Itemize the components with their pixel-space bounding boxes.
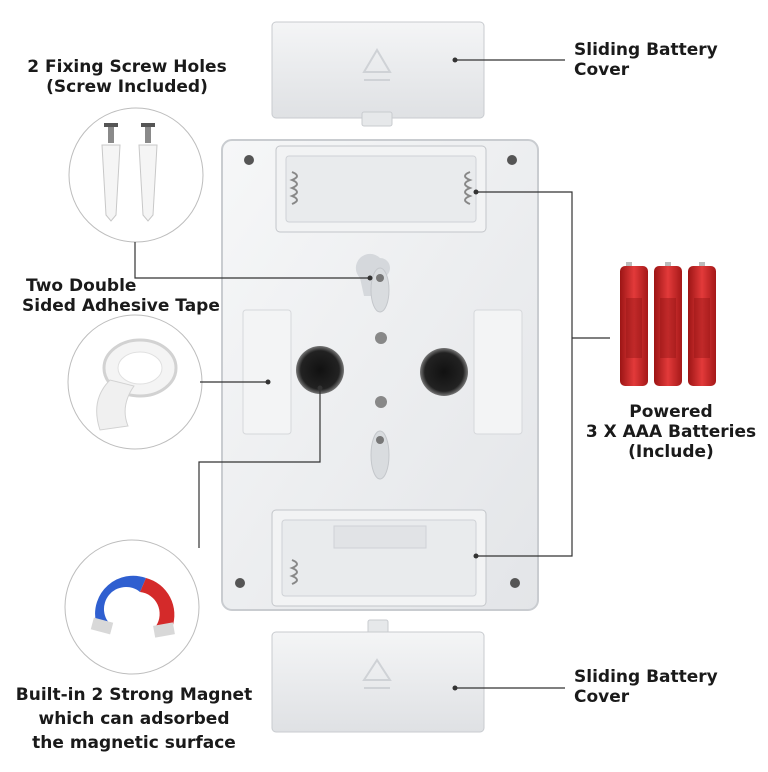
screw-holes-label-line2: (Screw Included) <box>46 77 208 97</box>
adhesive-tape-roll-icon <box>96 338 178 431</box>
keyhole-slot-bottom <box>370 430 390 480</box>
screw-anchor-icon <box>101 123 158 222</box>
magnet-left <box>296 346 344 394</box>
top-battery-cover <box>271 21 485 127</box>
bottom-cover-label-line1: Sliding Battery <box>574 667 718 687</box>
screw-holes-label: 2 Fixing Screw Holes (Screw Included) <box>18 57 236 97</box>
batteries-label: Powered 3 X AAA Batteries (Include) <box>578 402 764 462</box>
magnet-right <box>420 348 468 396</box>
batteries-label-line2: 3 X AAA Batteries <box>585 422 757 442</box>
screws-callout <box>68 107 204 243</box>
top-battery-compartment <box>275 145 487 233</box>
magnet-callout <box>64 539 200 675</box>
bottom-battery-cover <box>271 619 485 733</box>
adhesive-pad-left <box>242 309 292 435</box>
aaa-battery-icon <box>620 262 716 386</box>
magnet-label-line2: which can adsorbed <box>38 709 230 729</box>
tape-callout <box>67 314 203 450</box>
bottom-battery-compartment <box>271 509 487 607</box>
top-cover-label-line2: Cover <box>574 60 630 80</box>
bottom-cover-label-line2: Cover <box>574 687 630 707</box>
adhesive-pad-right <box>473 309 523 435</box>
adhesive-tape-label-line2: Sided Adhesive Tape <box>22 296 220 316</box>
keyhole-slot-top <box>355 253 390 313</box>
adhesive-tape-label: Two Double Sided Adhesive Tape <box>22 276 220 316</box>
batteries-label-line3: (Include) <box>628 442 714 462</box>
adhesive-tape-label-line1: Two Double <box>26 276 137 296</box>
screw-holes-label-line1: 2 Fixing Screw Holes <box>27 57 227 77</box>
top-cover-label: Sliding Battery Cover <box>574 40 718 80</box>
magnet-label-line3: the magnetic surface <box>32 733 236 753</box>
center-screw-icon <box>375 396 387 408</box>
magnet-label-line1: Built-in 2 Strong Magnet <box>15 685 253 705</box>
horseshoe-magnet-icon <box>90 575 175 638</box>
batteries-label-line1: Powered <box>629 402 713 422</box>
center-screw-icon <box>375 332 387 344</box>
callout-lines <box>134 59 610 689</box>
magnet-label: Built-in 2 Strong Magnet which can adsor… <box>10 683 258 755</box>
device-body <box>221 139 539 611</box>
top-cover-label-line1: Sliding Battery <box>574 40 718 60</box>
bottom-cover-label: Sliding Battery Cover <box>574 667 718 707</box>
